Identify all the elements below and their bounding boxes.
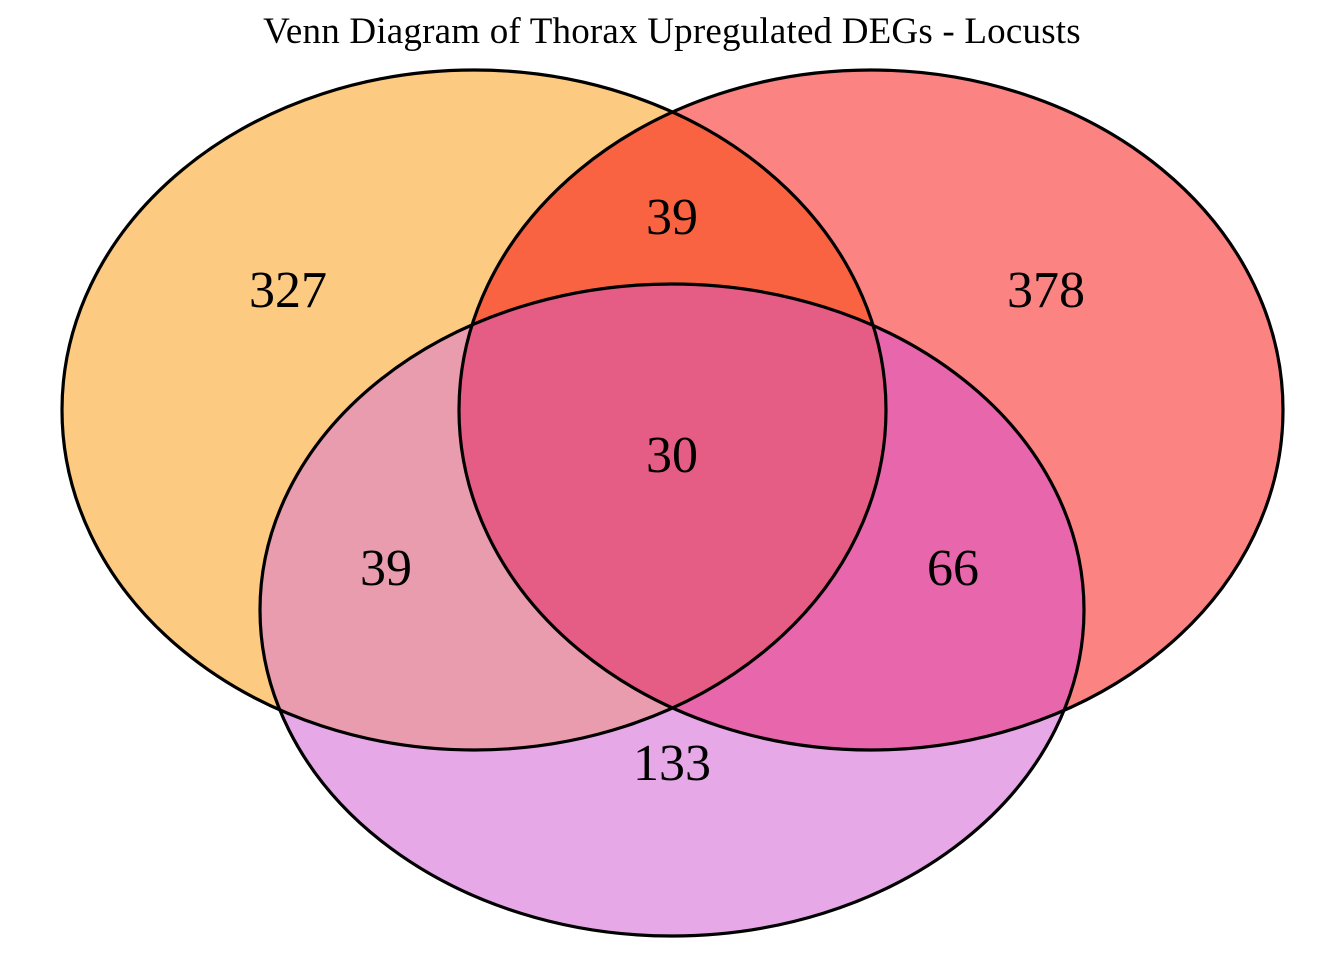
region-label-a-only: 327 [249,262,327,319]
set-c-outline [258,282,1086,938]
chart-title: Venn Diagram of Thorax Upregulated DEGs … [263,11,1081,52]
region-label-abc: 30 [646,427,698,484]
region-label-b-only: 378 [1007,262,1085,319]
set-a-outline [60,68,888,752]
venn-region-labels: 327 378 133 39 39 66 30 [249,189,1085,792]
region-label-bc: 66 [927,540,979,597]
venn-outlines [60,68,1285,938]
region-label-ac: 39 [360,540,412,597]
region-label-ab: 39 [646,189,698,246]
region-label-c-only: 133 [633,735,711,792]
set-b-outline [457,68,1285,752]
